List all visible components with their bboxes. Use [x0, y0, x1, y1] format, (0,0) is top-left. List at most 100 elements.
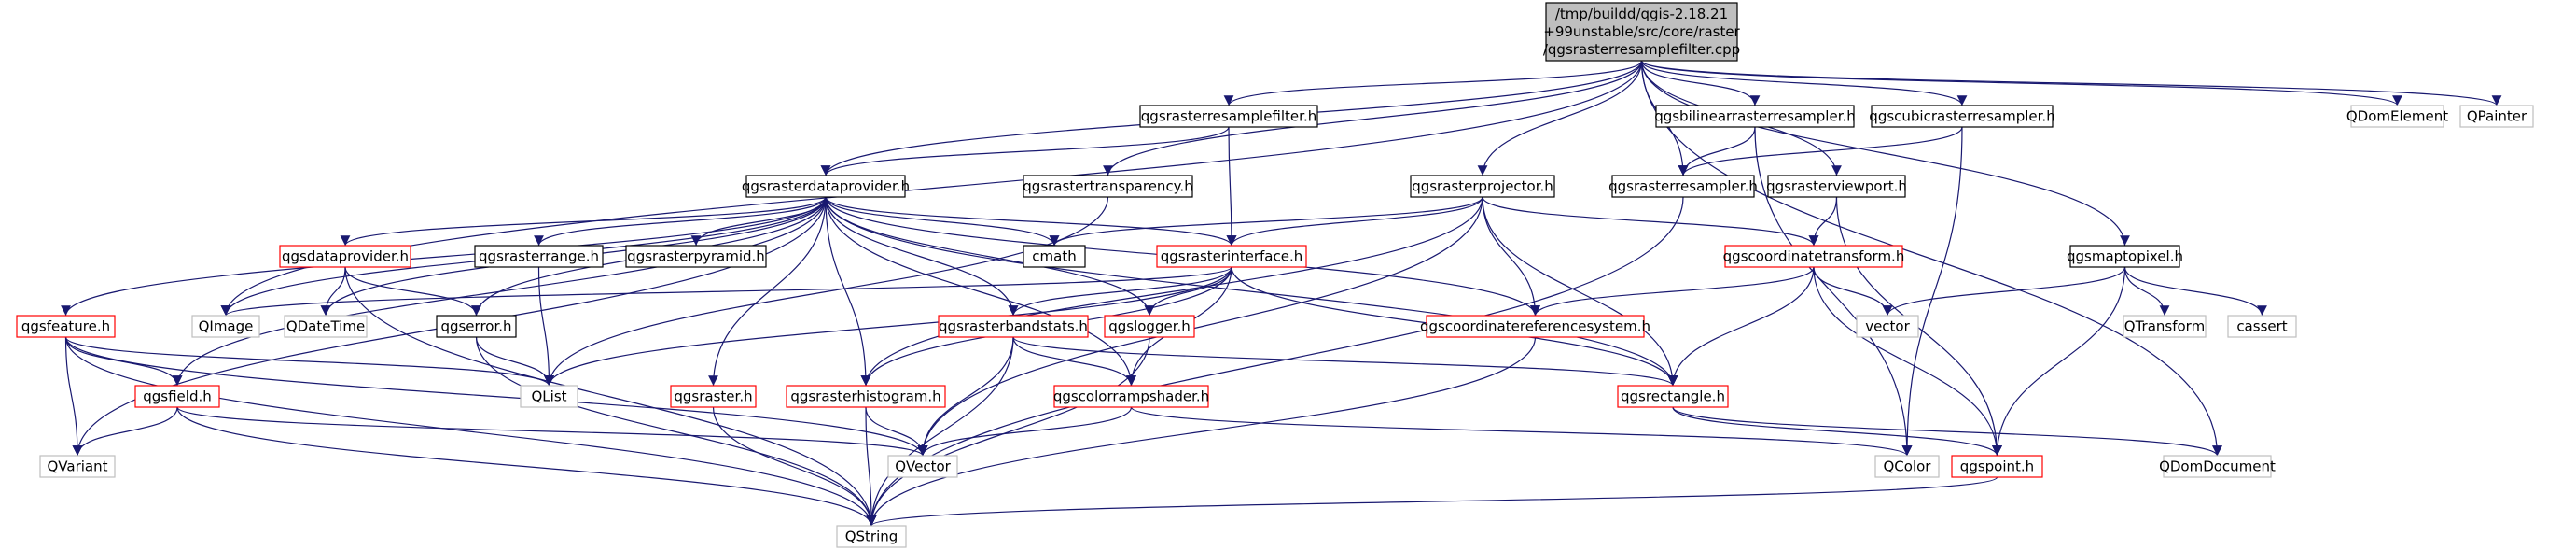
node-error_h[interactable]: qgserror.h — [436, 315, 517, 338]
node-cubic_h[interactable]: qgscubicrasterresampler.h — [1869, 105, 2055, 128]
node-qgsdataprovider_h[interactable]: qgsdataprovider.h — [279, 245, 411, 268]
node-logger_h[interactable]: qgslogger.h — [1104, 315, 1195, 338]
node-label: qgslogger.h — [1108, 317, 1191, 334]
node-box — [1023, 245, 1086, 268]
edge-rectangle_h-to-qdomdocument — [1672, 406, 2222, 457]
node-box — [1426, 315, 1645, 338]
edge-histogram_h-to-qvector — [865, 406, 928, 457]
node-transparency_h[interactable]: qgsrastertransparency.h — [1023, 175, 1193, 198]
node-label: QVariant — [47, 458, 107, 474]
node-box — [625, 245, 767, 268]
edge-maptopixel_h-to-vector — [1882, 266, 2126, 317]
node-label: qgscoordinatereferencesystem.h — [1420, 317, 1650, 334]
node-label: qgsrasterinterface.h — [1161, 247, 1302, 264]
edge-dataprovider_h-to-histogram_h — [825, 196, 871, 387]
node-label: qgserror.h — [440, 317, 511, 334]
edge-bandstats_h-to-qstring — [866, 336, 1014, 527]
edge-logger_h-to-qstring — [866, 336, 1150, 527]
node-box — [786, 385, 946, 408]
node-bilinear_h[interactable]: qgsbilinearrasterresampler.h — [1654, 105, 1856, 128]
node-label: qgsrasterpyramid.h — [627, 247, 765, 264]
edge-field_h-to-qvector — [176, 406, 928, 457]
edge-maptopixel_h-to-cassert — [2123, 266, 2267, 317]
node-rectangle_h[interactable]: qgsrectangle.h — [1617, 385, 1729, 408]
edge-range_h-to-qlist — [537, 266, 554, 387]
node-feature_h[interactable]: qgsfeature.h — [16, 315, 116, 338]
nodes-layer: /tmp/buildd/qgis-2.18.21+99unstable/src/… — [16, 2, 2534, 548]
node-pyramid_h[interactable]: qgsrasterpyramid.h — [625, 245, 767, 268]
node-box — [1617, 385, 1729, 408]
node-label: cmath — [1032, 247, 1076, 264]
node-qcolor: QColor — [1874, 455, 1940, 478]
node-label: /tmp/buildd/qgis-2.18.21 — [1555, 6, 1728, 22]
node-label: qgsrasterhistogram.h — [790, 388, 940, 404]
node-label: qgspoint.h — [1960, 458, 2034, 474]
edges-layer — [61, 60, 2502, 527]
node-label: /qgsrasterresamplefilter.cpp — [1543, 41, 1740, 58]
node-bandstats_h[interactable]: qgsrasterbandstats.h — [938, 315, 1089, 338]
node-point_h[interactable]: qgspoint.h — [1951, 455, 2043, 478]
node-box — [1871, 105, 2054, 128]
node-box — [1104, 315, 1195, 338]
node-box — [520, 385, 578, 408]
node-box — [2459, 105, 2534, 128]
node-qdatetime: QDateTime — [284, 315, 368, 338]
node-crs_h[interactable]: qgscoordinatereferencesystem.h — [1420, 315, 1650, 338]
node-field_h[interactable]: qgsfield.h — [134, 385, 220, 408]
edge-bilinear_h-to-qcolor — [1754, 126, 1913, 457]
node-box — [1856, 315, 1919, 338]
node-box — [2123, 315, 2207, 338]
node-box — [279, 245, 411, 268]
node-box — [938, 315, 1089, 338]
edge-dataprovider_h-to-field_h — [172, 196, 827, 387]
node-qdomdocument: QDomDocument — [2159, 455, 2276, 478]
node-coordtransform_h[interactable]: qgscoordinatetransform.h — [1723, 245, 1905, 268]
node-interface_h[interactable]: qgsrasterinterface.h — [1156, 245, 1307, 268]
edge-dataprovider_h-to-interface_h — [825, 196, 1237, 247]
node-box — [191, 315, 260, 338]
edge-projector_h-to-qvector — [917, 196, 1483, 457]
node-box — [1874, 455, 1940, 478]
edge-projector_h-to-histogram_h — [860, 196, 1483, 387]
edge-feature_h-to-qvariant — [64, 336, 83, 457]
node-viewport_h[interactable]: qgsrasterviewport.h — [1766, 175, 1907, 198]
edge-qgsdataprovider_h-to-qstring — [344, 266, 877, 527]
node-label: qgsmaptopixel.h — [2067, 247, 2183, 264]
node-box — [39, 455, 116, 478]
edge-root-to-maptopixel_h — [1640, 60, 2130, 247]
node-root[interactable]: /tmp/buildd/qgis-2.18.21+99unstable/src/… — [1543, 2, 1741, 62]
edge-bandstats_h-to-rectangle_h — [1012, 336, 1678, 387]
edge-interface_h-to-bandstats_h — [1008, 266, 1232, 317]
edge-resamplefilter_h-to-interface_h — [1226, 126, 1237, 247]
node-box — [16, 315, 116, 338]
node-resampler_h[interactable]: qgsrasterresampler.h — [1608, 175, 1758, 198]
node-cmath[interactable]: cmath — [1023, 245, 1086, 268]
node-label: qgsrectangle.h — [1621, 388, 1725, 404]
node-projector_h[interactable]: qgsrasterprojector.h — [1410, 175, 1555, 198]
node-qvariant: QVariant — [39, 455, 116, 478]
node-box — [670, 385, 757, 408]
edge-dataprovider_h-to-cmath — [825, 196, 1060, 247]
node-colorramp_h[interactable]: qgscolorrampshader.h — [1053, 385, 1209, 408]
edge-bandstats_h-to-colorramp_h — [1012, 336, 1136, 387]
node-box — [1410, 175, 1555, 198]
node-resamplefilter_h[interactable]: qgsrasterresamplefilter.h — [1139, 105, 1318, 128]
node-label: qgsrasterbandstats.h — [939, 317, 1088, 334]
edge-dataprovider_h-to-bandstats_h — [825, 196, 1019, 317]
node-box — [474, 245, 604, 268]
node-label: qgsdataprovider.h — [282, 247, 409, 264]
node-dataprovider_h[interactable]: qgsrasterdataprovider.h — [742, 175, 910, 198]
node-maptopixel_h[interactable]: qgsmaptopixel.h — [2067, 245, 2183, 268]
node-cassert: cassert — [2227, 315, 2297, 338]
node-label: QImage — [199, 317, 254, 334]
edge-colorramp_h-to-qcolor — [1130, 406, 1913, 457]
node-qvector: QVector — [887, 455, 958, 478]
node-histogram_h[interactable]: qgsrasterhistogram.h — [786, 385, 946, 408]
node-raster_h[interactable]: qgsraster.h — [670, 385, 757, 408]
node-box — [1545, 2, 1738, 62]
edge-root-to-cubic_h — [1640, 60, 1968, 106]
edge-interface_h-to-logger_h — [1144, 266, 1232, 317]
node-range_h[interactable]: qgsrasterrange.h — [474, 245, 604, 268]
node-label: qgsraster.h — [674, 388, 752, 404]
node-box — [2069, 245, 2180, 268]
